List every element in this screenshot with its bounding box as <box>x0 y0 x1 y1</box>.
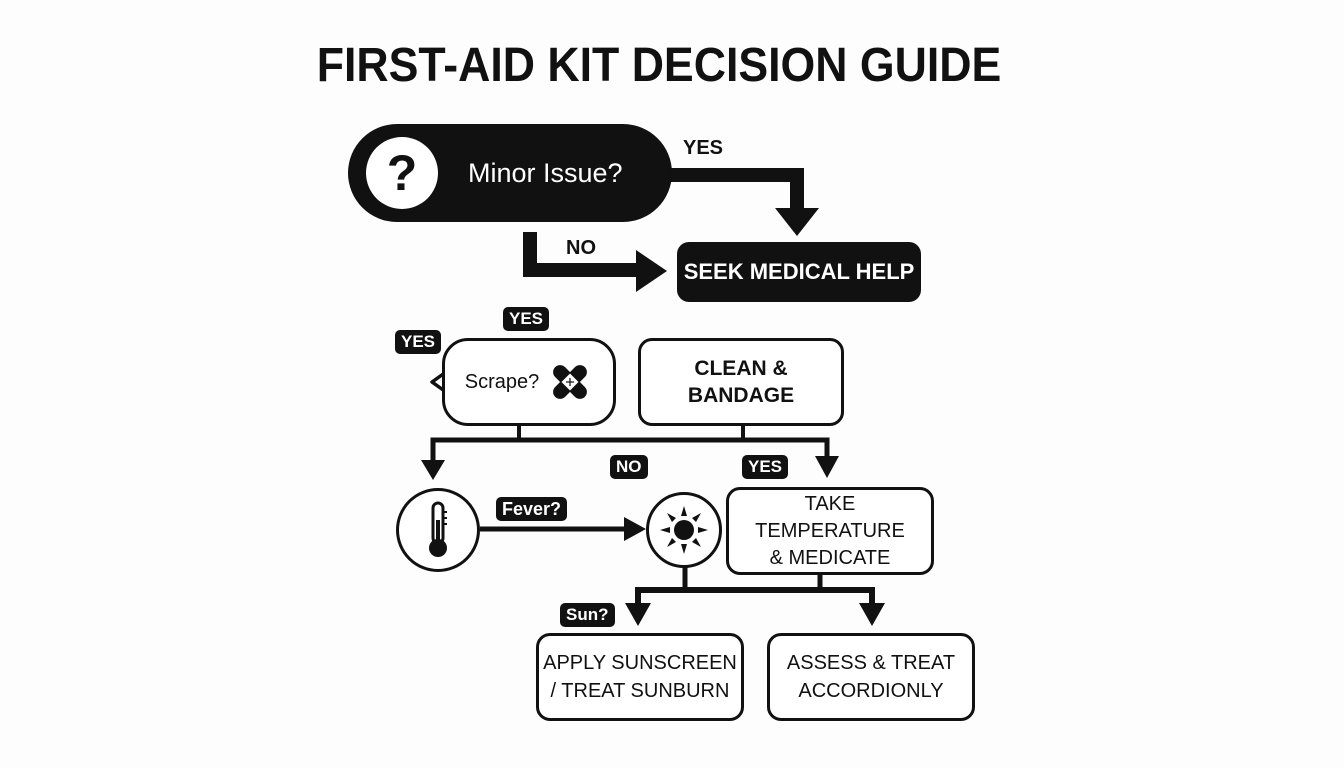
arrowhead-no <box>636 250 667 292</box>
connector-minor-no <box>523 232 640 277</box>
arrowhead-fever <box>624 517 646 541</box>
arrowhead-yes <box>775 208 819 236</box>
arrowhead-bus-right <box>815 456 839 478</box>
label-sun: Sun? <box>560 603 615 627</box>
scrape-node: Scrape? <box>442 338 616 426</box>
seek-medical-help-node: SEEK MEDICAL HELP <box>677 242 921 302</box>
thermometer-node <box>396 488 480 572</box>
thermometer-icon <box>429 501 447 557</box>
scrape-text: Scrape? <box>464 370 540 393</box>
take-temperature-node: TAKE TEMPERATURE & MEDICATE <box>726 487 934 575</box>
minor-issue-node: ? Minor Issue? <box>348 124 672 222</box>
connector-minor-yes <box>670 168 804 212</box>
connector-branch <box>635 587 875 603</box>
question-mark-icon: ? <box>366 137 438 209</box>
assess-treat-node: ASSESS & TREAT ACCORDIONLY <box>767 633 975 721</box>
minor-issue-text: Minor Issue? <box>468 157 623 188</box>
label-no-top: NO <box>566 237 596 259</box>
connector-bus <box>430 437 830 463</box>
sun-icon <box>660 506 708 554</box>
arrowhead-assess <box>859 603 885 626</box>
apply-sunscreen-node: APPLY SUNSCREEN / TREAT SUNBURN <box>536 633 744 721</box>
clean-bandage-node: CLEAN & BANDAGE <box>638 338 844 426</box>
label-yes-scrape-top: YES <box>503 307 550 331</box>
label-yes-top: YES <box>683 137 724 159</box>
arrowhead-sunscreen <box>625 603 651 626</box>
sun-node <box>646 492 722 568</box>
label-fever: Fever? <box>496 497 568 521</box>
page-title: FIRST-AID KIT DECISION GUIDE <box>316 39 1002 92</box>
label-yes-mid: YES <box>742 455 789 479</box>
arrowhead-bus-left <box>421 460 445 480</box>
label-no-mid: NO <box>610 455 648 479</box>
bandage-icon <box>553 365 588 399</box>
label-yes-scrape-left: YES <box>395 330 442 354</box>
